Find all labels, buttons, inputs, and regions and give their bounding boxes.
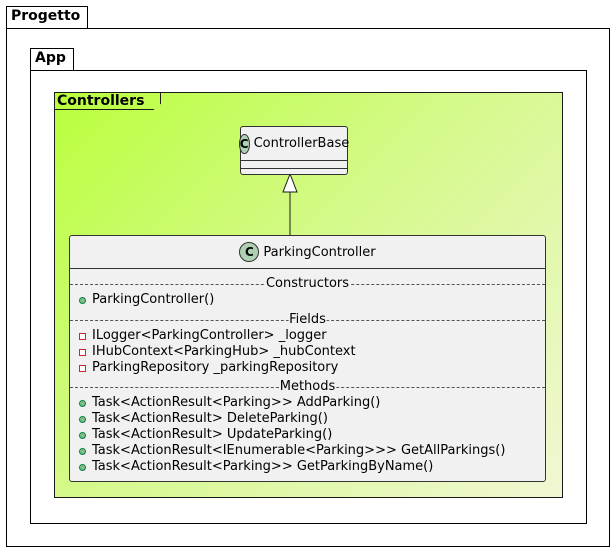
member-text: ParkingController() [92,292,215,307]
class-icon: C [239,242,260,262]
section-label-fields: Fields [288,312,327,328]
class-controllerbase[interactable]: C ControllerBase [238,126,350,175]
member-text: ParkingRepository _parkingRepository [92,360,339,375]
member-text: Task<ActionResult> UpdateParking() [92,427,333,442]
method-member: Task<ActionResult<Parking>> GetParkingBy… [70,459,545,475]
member-text: Task<ActionResult<Parking>> AddParking() [92,395,381,410]
private-icon [76,348,88,356]
member-text: Task<ActionResult<Parking>> GetParkingBy… [92,459,434,474]
section-label-methods: Methods [278,379,337,395]
controllers-frame-tag: Controllers [55,93,161,110]
package-tab-progetto: Progetto [6,6,88,29]
method-member: Task<ActionResult> DeleteParking() [70,411,545,427]
methods-compartment [241,168,347,169]
public-icon [76,463,88,471]
attributes-compartment [241,160,347,168]
class-header: C ParkingController [70,236,545,268]
member-text: Task<ActionResult> DeleteParking() [92,411,328,426]
method-member: Task<ActionResult<Parking>> AddParking() [70,395,545,411]
public-icon [76,399,88,407]
member-text: Task<ActionResult<IEnumerable<Parking>>>… [92,443,506,458]
method-member: Task<ActionResult> UpdateParking() [70,427,545,443]
public-icon [76,447,88,455]
class-header: C ControllerBase [238,127,350,160]
inheritance-arrow [282,172,298,235]
public-icon [76,296,88,304]
method-member: Task<ActionResult<IEnumerable<Parking>>>… [70,443,545,459]
section-divider-constructors: Constructors [70,276,545,292]
public-icon [76,415,88,423]
member-text: IHubContext<ParkingHub> _hubContext [92,344,356,359]
private-icon [76,364,88,372]
class-name: ParkingController [263,244,376,260]
public-icon [76,431,88,439]
class-icon: C [238,133,250,154]
header-divider [70,268,545,284]
frame-name: Controllers [57,93,145,109]
field-member: IHubContext<ParkingHub> _hubContext [70,344,545,360]
section-divider-fields: Fields [70,312,545,328]
package-tab-app: App [30,48,74,71]
class-parkingcontroller[interactable]: C ParkingController Constructors Parking… [69,235,546,482]
section-divider-methods: Methods [70,379,545,395]
class-name: ControllerBase [253,136,350,151]
package-name-progetto: Progetto [11,8,81,24]
field-member: ParkingRepository _parkingRepository [70,360,545,376]
private-icon [76,332,88,340]
section-label-constructors: Constructors [264,276,351,292]
constructor-member: ParkingController() [70,292,545,308]
member-text: ILogger<ParkingController> _logger [92,328,327,343]
package-name-app: App [35,50,66,66]
field-member: ILogger<ParkingController> _logger [70,328,545,344]
